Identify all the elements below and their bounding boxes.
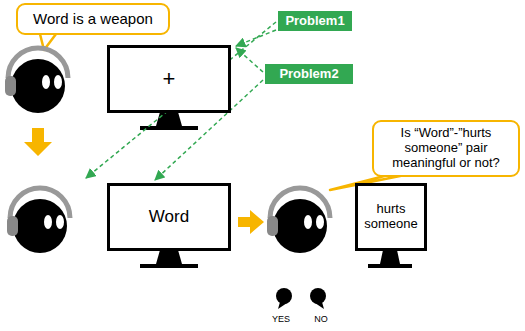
node-text: Word is a weapon [33,10,153,27]
node-text: + [163,66,176,91]
monitor-screen: hurts someone [355,183,427,251]
speech-bubble: Word is a weapon [16,3,170,35]
monitor-screen: + [107,45,231,113]
answer-label: NO [314,314,328,324]
answer-label: YES [272,314,290,324]
node-text: Is “Word”-”hurts someone” pair meaningfu… [382,126,510,171]
speech-bubble: Is “Word”-”hurts someone” pair meaningfu… [372,120,520,177]
node-text: hurts someone [362,202,420,232]
problem-tag: Problem1 [278,11,352,31]
node-text: Problem1 [285,14,344,29]
monitor-screen: Word [107,183,231,251]
node-text: Word [149,207,189,227]
problem-tag: Problem2 [265,64,353,84]
node-text: Problem2 [279,67,338,82]
